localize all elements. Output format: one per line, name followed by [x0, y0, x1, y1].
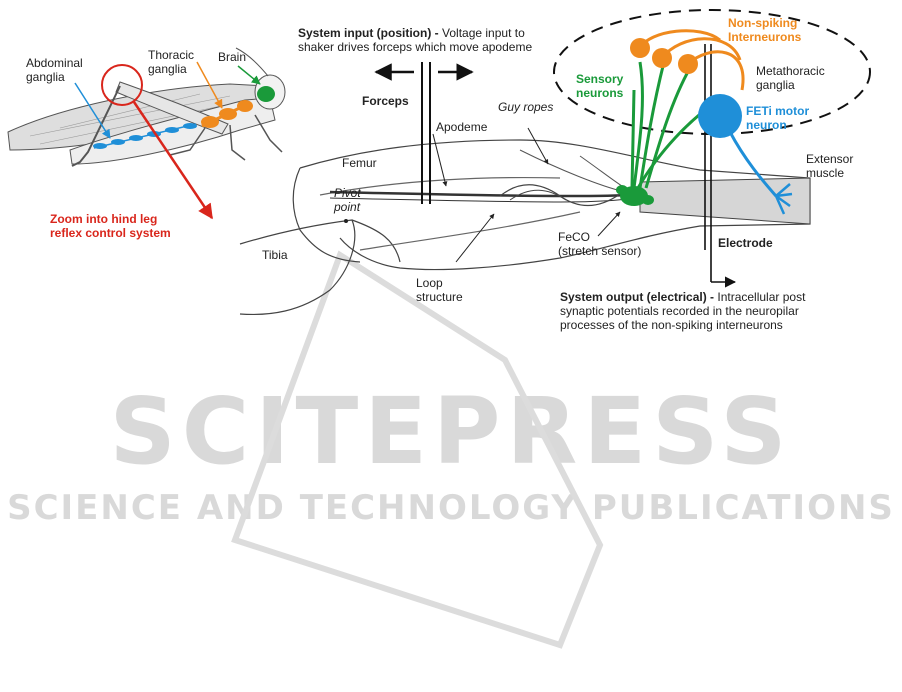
apodeme [329, 190, 641, 198]
sensory-neurons [630, 61, 717, 189]
femur-label: Femur [342, 156, 377, 170]
abdominal-arrow [74, 82, 111, 139]
watermark-sub: SCIENCE AND TECHNOLOGY PUBLICATIONS [7, 488, 895, 528]
grasshopper-illustration [7, 47, 286, 167]
system-output-label: System output (electrical) - Intracellul… [560, 290, 806, 332]
pivot-dot [344, 219, 348, 223]
tibia-label: Tibia [262, 248, 288, 262]
watermark-outline [231, 250, 604, 649]
leg-outline [239, 139, 811, 316]
apodeme-label: Apodeme [436, 120, 488, 134]
brain-arrow [237, 65, 261, 85]
feco-label: FeCO(stretch sensor) [558, 230, 642, 258]
electrode-label: Electrode [718, 236, 773, 250]
non-spiking-interneurons [630, 29, 745, 91]
watermark-main: SCITEPRESS [109, 378, 793, 485]
system-input-label: System input (position) - Voltage input … [298, 26, 533, 54]
feti-motor-neuron [698, 94, 793, 215]
brain-label: Brain [218, 50, 247, 64]
forceps [421, 62, 431, 204]
guy-ropes-label: Guy ropes [498, 100, 554, 114]
thoracic-arrow [196, 61, 223, 109]
forceps-label: Forceps [362, 94, 409, 108]
electrode [704, 44, 737, 288]
zoom-arrow [132, 101, 214, 220]
